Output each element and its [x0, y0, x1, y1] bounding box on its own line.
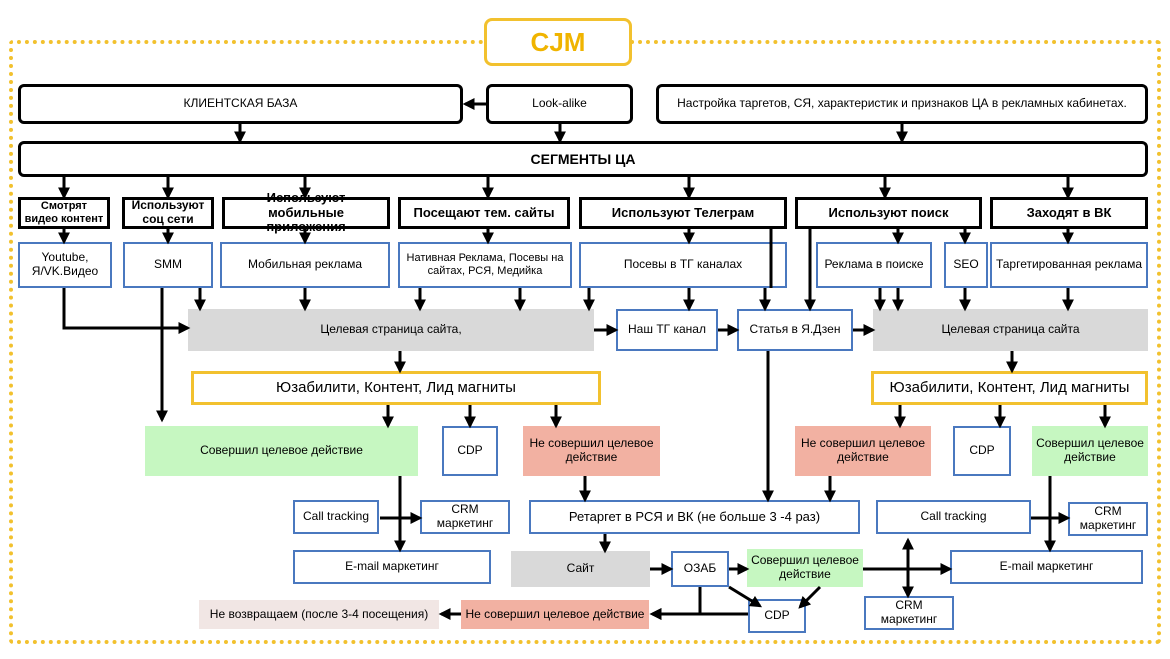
segment-telegram: Используют Телеграм [579, 197, 787, 229]
ozab-box: ОЗАБ [671, 551, 729, 587]
channel-telegram: Посевы в ТГ каналах [579, 242, 787, 288]
not-converted-left: Не совершил целевое действие [523, 426, 660, 476]
segment-video: Смотрят видео контент [18, 197, 110, 229]
channel-search-ads: Реклама в поиске [816, 242, 932, 288]
landing-page-left: Целевая страница сайта, [188, 309, 594, 351]
dzen-article-box: Статья в Я.Дзен [737, 309, 853, 351]
tg-channel-box: Наш ТГ канал [616, 309, 718, 351]
landing-page-right: Целевая страница сайта [873, 309, 1148, 351]
diagram-title: CJM [484, 18, 632, 66]
channel-native: Нативная Реклама, Посевы на сайтах, РСЯ,… [398, 242, 572, 288]
not-converted-retarget: Не совершил целевое действие [461, 600, 649, 629]
retarget-box: Ретаргет в РСЯ и ВК (не больше 3 -4 раз) [529, 500, 860, 534]
channel-mobile: Мобильная реклама [220, 242, 390, 288]
segment-vk: Заходят в ВК [990, 197, 1148, 229]
usability-right: Юзабилити, Контент, Лид магниты [871, 371, 1148, 405]
cdp-retarget: CDP [748, 599, 806, 633]
email-right: E-mail маркетинг [950, 550, 1143, 584]
channel-seo: SEO [944, 242, 988, 288]
email-left: E-mail маркетинг [293, 550, 491, 584]
channel-smm: SMM [123, 242, 213, 288]
segment-search: Используют поиск [795, 197, 982, 229]
converted-retarget: Совершил целевое действие [747, 549, 863, 587]
not-converted-right: Не совершил целевое действие [795, 426, 931, 476]
crm-retarget: CRM маркетинг [864, 596, 954, 630]
crm-left: CRM маркетинг [420, 500, 510, 534]
usability-left: Юзабилити, Контент, Лид магниты [191, 371, 601, 405]
site-box: Сайт [511, 551, 650, 587]
lookalike-box: Look-alike [486, 84, 633, 124]
segment-mobile: Используют мобильные приложения [222, 190, 390, 234]
segments-box: СЕГМЕНТЫ ЦА [18, 141, 1148, 177]
call-tracking-left: Call tracking [293, 500, 379, 534]
channel-video: Youtube, Я/VK.Видео [18, 242, 112, 288]
channel-vk-target: Таргетированная реклама [990, 242, 1148, 288]
segment-social: Используют соц сети [122, 197, 214, 229]
cdp-left: CDP [442, 426, 498, 476]
client-base-box: КЛИЕНТСКАЯ БАЗА [18, 84, 463, 124]
call-tracking-right: Call tracking [876, 500, 1031, 534]
segment-sites: Посещают тем. сайты [398, 197, 570, 229]
converted-right: Совершил целевое действие [1032, 426, 1148, 476]
crm-right: CRM маркетинг [1068, 502, 1148, 536]
no-return-box: Не возвращаем (после 3-4 посещения) [199, 600, 439, 629]
targeting-box: Настройка таргетов, СЯ, характеристик и … [656, 84, 1148, 124]
cdp-right: CDP [953, 426, 1011, 476]
converted-left: Совершил целевое действие [145, 426, 418, 476]
